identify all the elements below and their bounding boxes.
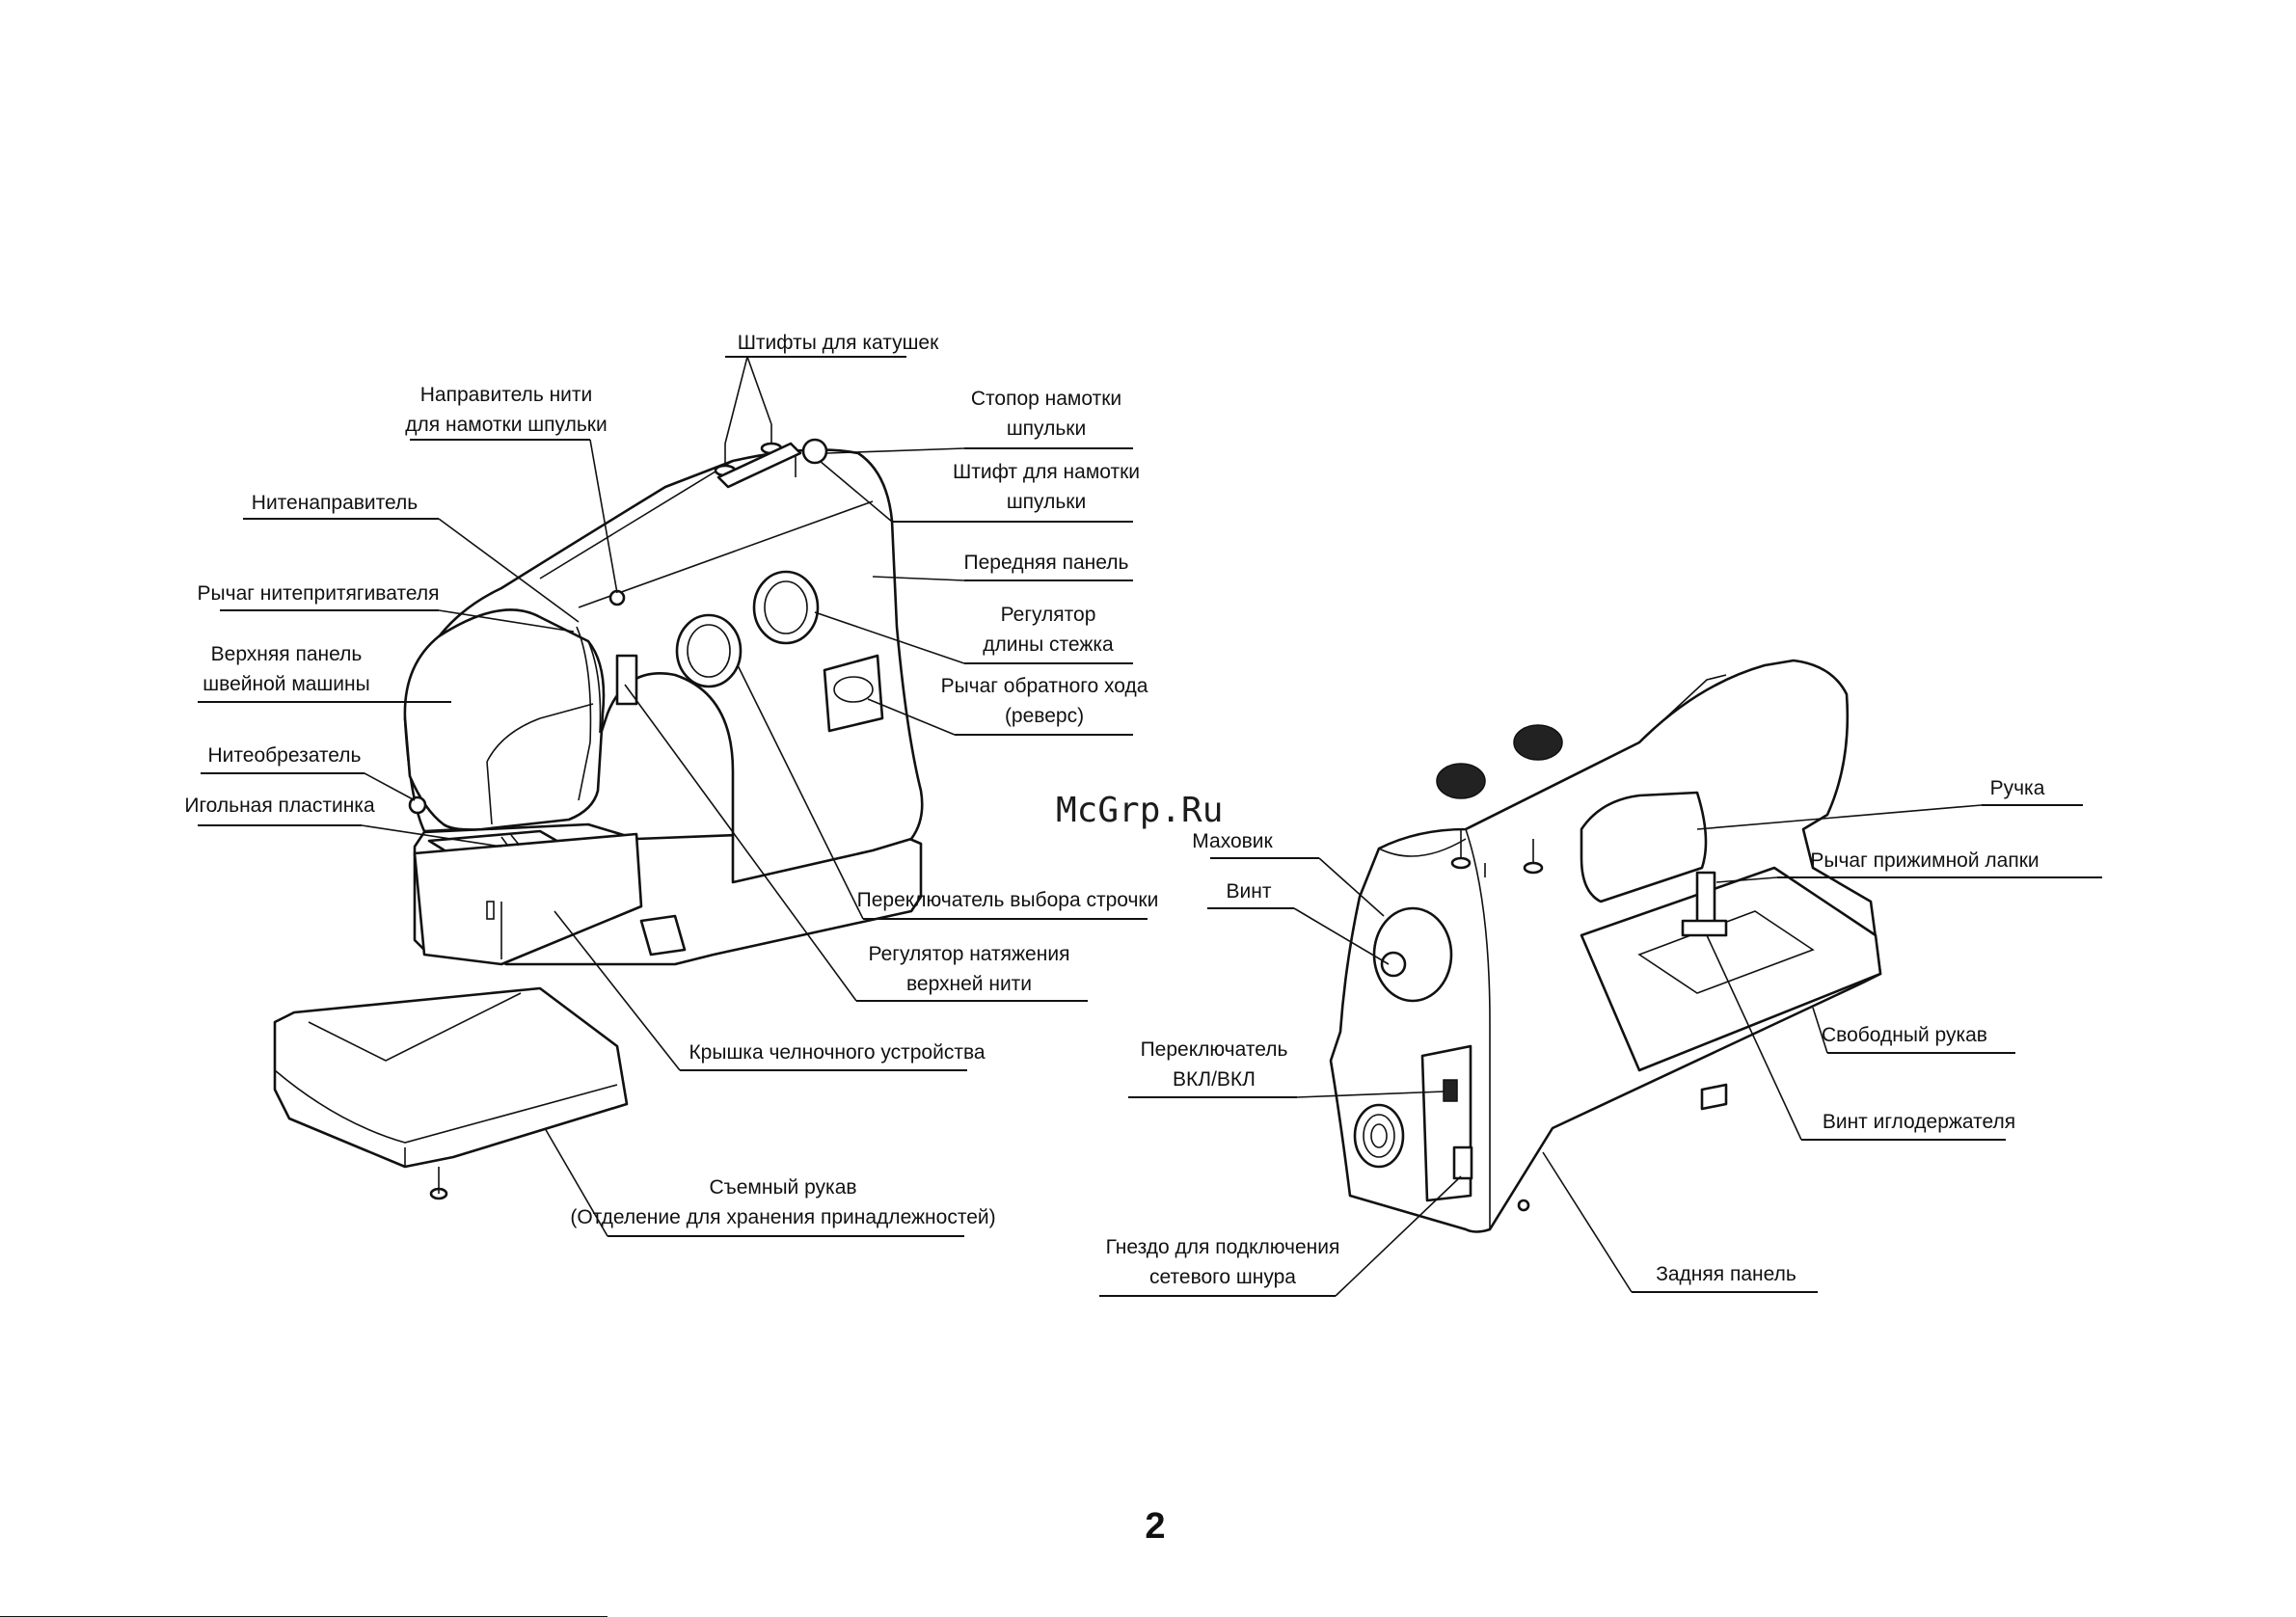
thread-cutter	[408, 795, 427, 815]
label-rear-panel: Задняя панель	[1656, 1263, 1796, 1285]
label-bobbin-guide-2: для намотки шпульки	[405, 414, 607, 436]
handwheel[interactable]	[1372, 906, 1453, 1003]
label-extension-2: (Отделение для хранения принадлежностей)	[570, 1206, 995, 1228]
back-callouts: Маховик Винт Ручка Рычаг прижимной лапки…	[1099, 777, 2102, 1297]
label-free-arm: Свободный рукав	[1822, 1024, 1987, 1046]
front-callouts: Штифты для катушек Направитель нити для …	[184, 332, 1159, 1237]
label-thread-cutter: Нитеобрезатель	[208, 744, 362, 767]
reverse-lever[interactable]	[823, 654, 884, 733]
handle[interactable]	[1580, 791, 1708, 903]
label-needle-plate: Игольная пластинка	[184, 795, 375, 817]
label-bobbin-spindle-1: Штифт для намотки	[953, 461, 1140, 483]
tension-dial[interactable]	[675, 613, 743, 688]
vent-grille	[1353, 1103, 1405, 1169]
rear-dial-2	[1513, 724, 1563, 761]
power-socket[interactable]	[1452, 1145, 1473, 1180]
label-front-panel: Передняя панель	[964, 552, 1129, 574]
label-shuttle-cover: Крышка челночного устройства	[689, 1041, 985, 1064]
stitch-length-dial[interactable]	[752, 570, 820, 645]
label-power-socket-2: сетевого шнура	[1149, 1266, 1296, 1288]
label-power-switch-1: Переключатель	[1141, 1038, 1288, 1061]
label-extension-1: Съемный рукав	[709, 1176, 856, 1199]
label-handwheel: Маховик	[1192, 830, 1273, 852]
label-tension-1: Регулятор натяжения	[869, 943, 1070, 965]
spool-pins[interactable]	[714, 424, 802, 489]
label-bobbin-stopper-2: шпульки	[1007, 418, 1086, 440]
label-needle-clamp: Винт иглодержателя	[1823, 1111, 2015, 1133]
label-reverse-2: (реверс)	[1005, 705, 1084, 727]
label-bobbin-stopper-1: Стопор намотки	[971, 388, 1121, 410]
rear-dial-1	[1436, 763, 1486, 799]
label-tension-2: верхней нити	[906, 973, 1032, 995]
front-view-machine	[403, 424, 924, 966]
rear-spool-pins	[1450, 829, 1544, 877]
watermark: McGrp.Ru	[1056, 791, 1223, 830]
needle-clamp	[1681, 871, 1728, 937]
label-presser-foot: Рычаг прижимной лапки	[1810, 849, 2039, 872]
label-spool-pins: Штифты для катушек	[738, 332, 939, 354]
extension-table[interactable]	[273, 986, 629, 1200]
label-bobbin-spindle-2: шпульки	[1007, 491, 1086, 513]
label-top-cover-1: Верхняя панель	[211, 643, 363, 665]
label-pattern-selector: Переключатель выбора строчки	[857, 889, 1159, 911]
label-power-socket-1: Гнездо для подключения	[1106, 1236, 1340, 1258]
label-power-switch-2: ВКЛ/ВКЛ	[1173, 1068, 1256, 1091]
label-take-up-lever: Рычаг нитепритягивателя	[198, 582, 440, 605]
label-thread-guide: Нитенаправитель	[252, 492, 418, 514]
label-screw: Винт	[1227, 880, 1272, 903]
label-stitch-length-1: Регулятор	[1001, 604, 1096, 626]
bobbin-winder[interactable]	[608, 438, 828, 606]
label-bobbin-guide-1: Направитель нити	[420, 384, 593, 406]
top-cover	[403, 608, 606, 831]
page-number: 2	[1145, 1506, 1165, 1547]
label-top-cover-2: швейной машины	[203, 673, 369, 695]
back-view-machine	[1329, 659, 1882, 1233]
power-switch[interactable]	[1443, 1079, 1458, 1102]
pattern-window	[615, 654, 638, 706]
label-handle: Ручка	[1990, 777, 2045, 799]
power-switch-panel	[1420, 1044, 1473, 1202]
label-stitch-length-2: длины стежка	[983, 633, 1114, 656]
label-reverse-1: Рычаг обратного хода	[941, 675, 1148, 697]
shuttle-cover[interactable]	[413, 832, 643, 966]
